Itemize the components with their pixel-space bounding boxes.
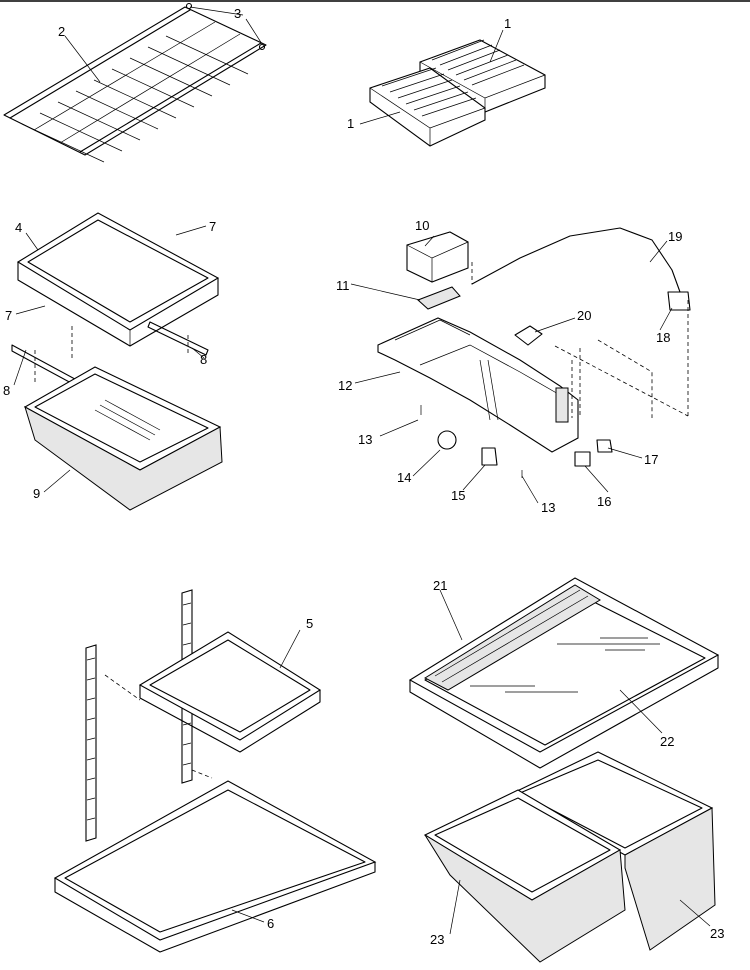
ice-trays — [369, 39, 546, 147]
callout-16: 16 — [597, 494, 611, 509]
crisper-cover-glass — [408, 577, 720, 769]
callout-23b: 23 — [710, 926, 724, 941]
callout-numbers: 1 1 2 3 4 5 6 7 7 8 8 9 10 11 12 13 13 1… — [3, 6, 724, 947]
callout-1a: 1 — [504, 16, 511, 31]
callout-14: 14 — [397, 470, 411, 485]
control-housing-assembly — [377, 227, 691, 478]
crisper-cover-assembly — [11, 212, 220, 405]
wire-shelf — [3, 2, 267, 163]
callout-2: 2 — [58, 24, 65, 39]
crisper-pans — [423, 751, 716, 963]
callout-18: 18 — [656, 330, 670, 345]
callout-5: 5 — [306, 616, 313, 631]
callout-10: 10 — [415, 218, 429, 233]
callout-8b: 8 — [200, 352, 207, 367]
callout-12: 12 — [338, 378, 352, 393]
callout-4: 4 — [15, 220, 22, 235]
callout-21: 21 — [433, 578, 447, 593]
crisper-pan — [23, 366, 223, 511]
callout-8a: 8 — [3, 383, 10, 398]
callout-13a: 13 — [358, 432, 372, 447]
callout-23a: 23 — [430, 932, 444, 947]
callout-22: 22 — [660, 734, 674, 749]
callout-3: 3 — [234, 6, 241, 21]
callout-6: 6 — [267, 916, 274, 931]
callout-13b: 13 — [541, 500, 555, 515]
callout-11: 11 — [336, 278, 350, 293]
cantilever-shelves — [53, 589, 377, 953]
callout-7a: 7 — [209, 219, 216, 234]
callout-7b: 7 — [5, 308, 12, 323]
callout-19: 19 — [668, 229, 682, 244]
callout-1b: 1 — [347, 116, 354, 131]
callout-17: 17 — [644, 452, 658, 467]
callout-20: 20 — [577, 308, 591, 323]
leader-lines — [13, 6, 711, 935]
callout-15: 15 — [451, 488, 465, 503]
callout-9: 9 — [33, 486, 40, 501]
